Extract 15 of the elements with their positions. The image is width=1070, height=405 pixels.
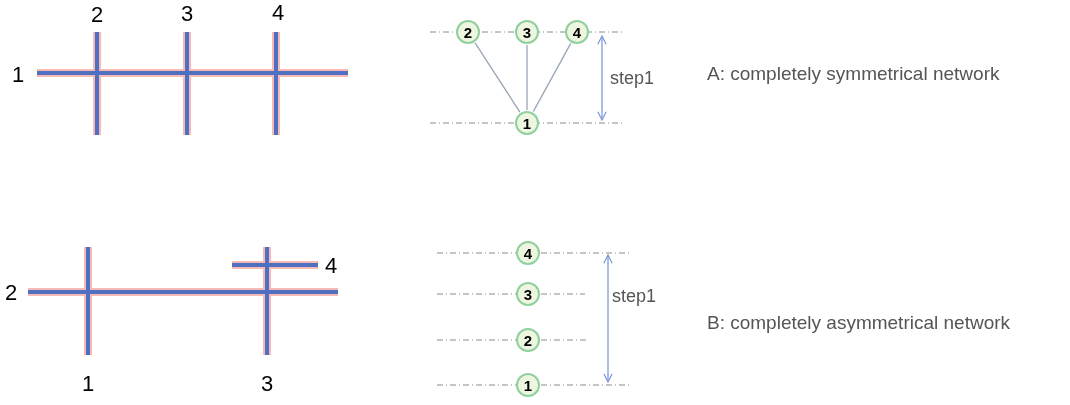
- street-number: 4: [271, 2, 285, 24]
- connector-line: [474, 42, 521, 113]
- street-number: 4: [324, 255, 338, 277]
- street-number: 1: [11, 64, 25, 86]
- connector-line: [532, 42, 572, 113]
- dimension-label: step1: [612, 287, 657, 305]
- street-number: 3: [260, 373, 274, 395]
- street-number: 2: [4, 282, 18, 304]
- dimension-label: step1: [610, 69, 655, 87]
- street-number: 1: [81, 373, 95, 395]
- caption-text: B: completely asymmetrical network: [707, 312, 1011, 332]
- street-number: 3: [180, 3, 194, 25]
- caption-text: A: completely symmetrical network: [707, 63, 1000, 83]
- street-number: 2: [90, 4, 104, 26]
- connector-line: [526, 44, 528, 111]
